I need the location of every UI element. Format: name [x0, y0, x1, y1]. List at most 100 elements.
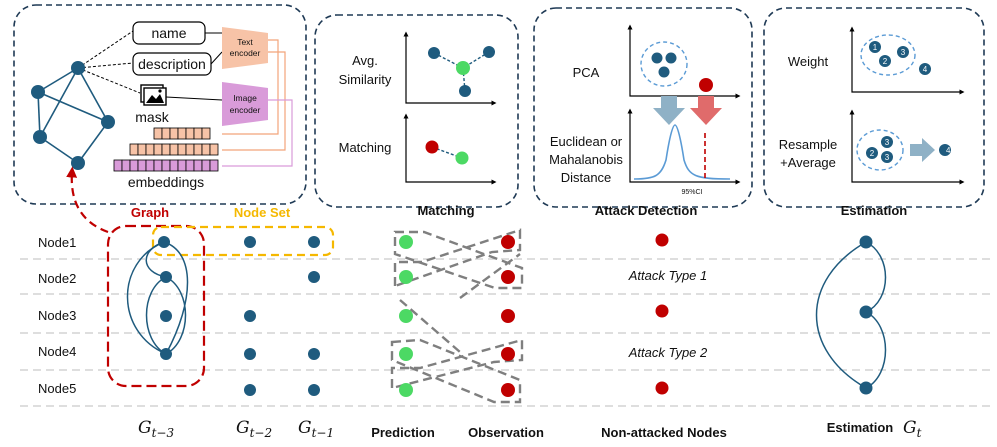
- embedding-cell: [153, 127, 163, 140]
- node-dot: [244, 310, 256, 322]
- svg-text:PCA: PCA: [573, 65, 600, 80]
- node-dot: [160, 348, 172, 360]
- embedding-cell: [193, 127, 203, 140]
- embedding-cell: [129, 159, 139, 172]
- node-dot: [244, 348, 256, 360]
- matching-loops: [390, 228, 524, 404]
- observation-dot: [501, 347, 515, 361]
- svg-text:+Average: +Average: [780, 155, 836, 170]
- g-t3-arcs: [126, 241, 189, 355]
- non-attacked-dot: [655, 381, 669, 395]
- embedding-cell: [201, 159, 211, 172]
- svg-text:encoder: encoder: [230, 105, 261, 115]
- node-dot: [308, 271, 320, 283]
- embedding-cell: [169, 127, 179, 140]
- description-label: description: [138, 56, 206, 72]
- prediction-label: Prediction: [371, 425, 435, 440]
- svg-text:Resample: Resample: [779, 137, 838, 152]
- estimation-label: Estimation: [827, 420, 894, 435]
- observation-dot: [501, 383, 515, 397]
- node-dot: [160, 271, 172, 283]
- node-label: Node1: [38, 235, 76, 250]
- node-dot: [160, 310, 172, 322]
- svg-text:Mahalanobis: Mahalanobis: [549, 152, 623, 167]
- embedding-cell: [209, 143, 219, 156]
- node-dot: [244, 384, 256, 396]
- embedding-cell: [185, 143, 195, 156]
- embedding-cell: [193, 159, 203, 172]
- embedding-cell: [201, 127, 211, 140]
- embedding-cell: [137, 143, 147, 156]
- svg-text:encoder: encoder: [230, 48, 261, 58]
- embedding-cell: [121, 159, 131, 172]
- non-attacked-label: Non-attacked Nodes: [601, 425, 727, 440]
- svg-text:Weight: Weight: [788, 54, 829, 69]
- svg-text:1: 1: [873, 43, 878, 52]
- attack-detection-panel: PCA Euclidean or Mahalanobis Distance 95…: [533, 7, 753, 218]
- node-label: Node3: [38, 308, 76, 323]
- svg-text:2: 2: [870, 149, 875, 158]
- svg-text:Similarity: Similarity: [339, 72, 392, 87]
- observation-dot: [501, 270, 515, 284]
- node-dot: [158, 236, 170, 248]
- embedding-cell: [169, 143, 179, 156]
- embedding-cell: [185, 159, 195, 172]
- attack-detection-title: Attack Detection: [595, 203, 698, 218]
- embedding-cell: [185, 127, 195, 140]
- embedding-cell: [145, 143, 155, 156]
- embedding-cell: [137, 159, 147, 172]
- svg-text:4: 4: [923, 65, 928, 74]
- svg-text:Distance: Distance: [561, 170, 612, 185]
- embedding-cell: [193, 143, 203, 156]
- node-set-label: Node Set: [234, 205, 291, 220]
- embedding-cell: [161, 127, 171, 140]
- svg-text:95%CI: 95%CI: [681, 189, 702, 196]
- node-label: Node4: [38, 344, 76, 359]
- prediction-dot: [399, 383, 413, 397]
- embedding-cell: [169, 159, 179, 172]
- node-labels: Node1 Node2 Node3 Node4 Node5: [38, 235, 76, 396]
- estimation-dot: [859, 305, 873, 319]
- mask-label: mask: [135, 109, 169, 125]
- matching-panel: Avg. Similarity Matching Matching: [314, 14, 519, 218]
- attack-type-2: Attack Type 2: [628, 345, 708, 360]
- embedding-cell: [209, 159, 219, 172]
- g-t1-label: Gt−1: [298, 418, 334, 440]
- text-encoder: Text encoder: [222, 27, 268, 69]
- estimation-title: Estimation: [841, 203, 908, 218]
- svg-text:4': 4': [946, 146, 952, 155]
- svg-text:Euclidean or: Euclidean or: [550, 134, 623, 149]
- prediction-dot: [399, 309, 413, 323]
- image-encoder: Image encoder: [222, 82, 268, 126]
- node-dot: [308, 384, 320, 396]
- small-graph: [31, 30, 141, 170]
- embedding-cell: [145, 159, 155, 172]
- node-label: Node5: [38, 381, 76, 396]
- svg-text:2: 2: [883, 57, 888, 66]
- svg-text:Matching: Matching: [339, 140, 392, 155]
- embedding-cell: [113, 159, 123, 172]
- image-icon: [140, 84, 167, 106]
- graph-node: [101, 115, 115, 129]
- embedding-cell: [177, 143, 187, 156]
- prediction-dot: [399, 235, 413, 249]
- observation-dot: [501, 235, 515, 249]
- estimation-panel: Weight 1 2 3 4 Resample +Average: [763, 7, 985, 218]
- name-label: name: [151, 25, 186, 41]
- row-separators: [20, 258, 990, 407]
- embedding-cell: [153, 143, 163, 156]
- embedding-cell: [161, 159, 171, 172]
- node-dot: [308, 348, 320, 360]
- observation-dot: [501, 309, 515, 323]
- description-box: [132, 52, 212, 76]
- estimation-arcs: [815, 241, 887, 389]
- embedding-cell: [201, 143, 211, 156]
- graph-node: [33, 130, 47, 144]
- node-label: Node2: [38, 271, 76, 286]
- graph-node: [31, 85, 45, 99]
- non-attacked-dot: [655, 304, 669, 318]
- non-attacked-dot: [655, 233, 669, 247]
- svg-text:Image: Image: [233, 93, 257, 103]
- embedding-bars: [113, 127, 219, 172]
